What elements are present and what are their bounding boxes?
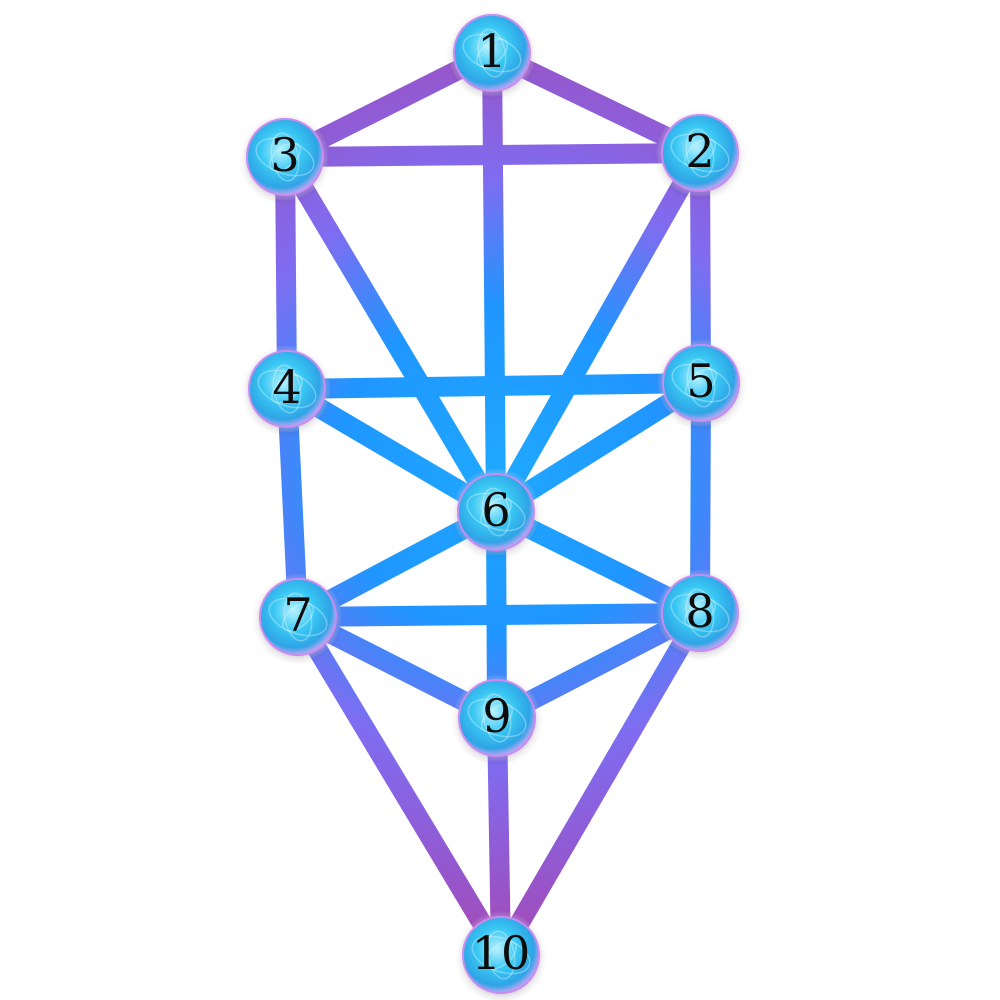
node-label: 6 bbox=[481, 483, 510, 537]
sphere-swirl bbox=[272, 364, 302, 414]
node-label: 2 bbox=[685, 124, 714, 178]
node-label: 7 bbox=[283, 588, 312, 642]
sphere-swirl bbox=[685, 128, 715, 178]
sphere-swirl bbox=[686, 358, 716, 408]
sphere-swirl bbox=[257, 369, 317, 409]
spheres-layer: 1 2 3 4 5 6 7 8 9 10 bbox=[241, 9, 745, 999]
sphere-swirl bbox=[477, 28, 507, 78]
node-10: 10 bbox=[457, 911, 545, 999]
path-7-8 bbox=[297, 603, 701, 627]
node-label: 1 bbox=[477, 24, 506, 78]
sphere bbox=[462, 916, 540, 994]
sphere bbox=[458, 679, 536, 757]
sphere-swirl bbox=[670, 133, 730, 173]
node-label: 3 bbox=[270, 128, 299, 182]
node-6: 6 bbox=[452, 468, 540, 556]
sphere-swirl bbox=[684, 138, 716, 168]
sphere-swirl bbox=[485, 940, 517, 970]
sphere-swirl bbox=[481, 487, 511, 537]
node-3: 3 bbox=[241, 113, 329, 201]
sphere-swirl bbox=[685, 588, 715, 638]
sphere-swirl bbox=[476, 38, 508, 68]
sphere-swirl bbox=[462, 33, 522, 73]
sphere bbox=[248, 350, 326, 428]
node-1: 1 bbox=[448, 9, 536, 97]
sphere-swirl bbox=[482, 693, 512, 743]
node-label: 9 bbox=[482, 689, 511, 743]
sphere-swirl bbox=[486, 930, 516, 980]
sphere-swirl bbox=[268, 597, 328, 637]
node-label: 10 bbox=[472, 926, 531, 980]
path-2-6 bbox=[487, 148, 709, 517]
sphere bbox=[457, 473, 535, 551]
node-2: 2 bbox=[656, 109, 744, 197]
sphere bbox=[662, 344, 740, 422]
node-8: 8 bbox=[656, 569, 744, 657]
node-4: 4 bbox=[243, 345, 331, 433]
node-label: 4 bbox=[272, 360, 301, 414]
sphere bbox=[453, 14, 531, 92]
sphere-swirl bbox=[671, 363, 731, 403]
node-7: 7 bbox=[254, 573, 342, 661]
path-2-3 bbox=[284, 143, 701, 167]
sphere-swirl bbox=[269, 142, 301, 172]
path-7-10 bbox=[289, 611, 510, 961]
sphere-swirl bbox=[466, 492, 526, 532]
node-5: 5 bbox=[657, 339, 745, 427]
sphere-swirl bbox=[471, 935, 531, 975]
node-label: 8 bbox=[685, 584, 714, 638]
path-4-5 bbox=[286, 373, 702, 399]
sphere-swirl bbox=[467, 698, 527, 738]
sphere-swirl bbox=[685, 368, 717, 398]
sphere-swirl bbox=[283, 592, 313, 642]
sphere-swirl bbox=[670, 593, 730, 633]
sphere-swirl bbox=[255, 137, 315, 177]
sphere-swirl bbox=[481, 703, 513, 733]
path-1-6 bbox=[482, 52, 506, 513]
sphere-swirl bbox=[271, 374, 303, 404]
sphere bbox=[661, 574, 739, 652]
sphere-swirl bbox=[282, 602, 314, 632]
sphere bbox=[661, 114, 739, 192]
sphere-swirl bbox=[270, 132, 300, 182]
path-3-6 bbox=[276, 151, 505, 518]
sphere bbox=[259, 578, 337, 656]
sphere-swirl bbox=[480, 497, 512, 527]
sphere-swirl bbox=[684, 598, 716, 628]
node-9: 9 bbox=[453, 674, 541, 762]
sphere bbox=[246, 118, 324, 196]
path-8-10 bbox=[492, 607, 709, 961]
node-label: 5 bbox=[686, 354, 715, 408]
